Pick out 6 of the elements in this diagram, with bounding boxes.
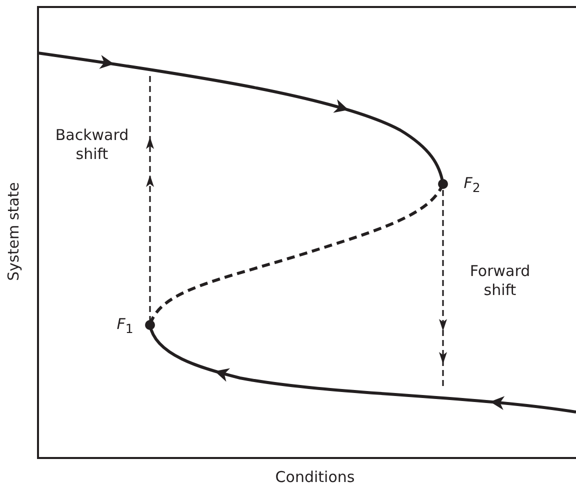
point-label: F$_{1}$ [116,315,134,338]
axis-title: Conditions [274,468,356,487]
point-label: F$_{2}$ [462,174,482,197]
annotation: Forward shift [468,262,532,300]
annotation: Backward shift [54,126,130,164]
axis-title: System state [4,181,24,283]
